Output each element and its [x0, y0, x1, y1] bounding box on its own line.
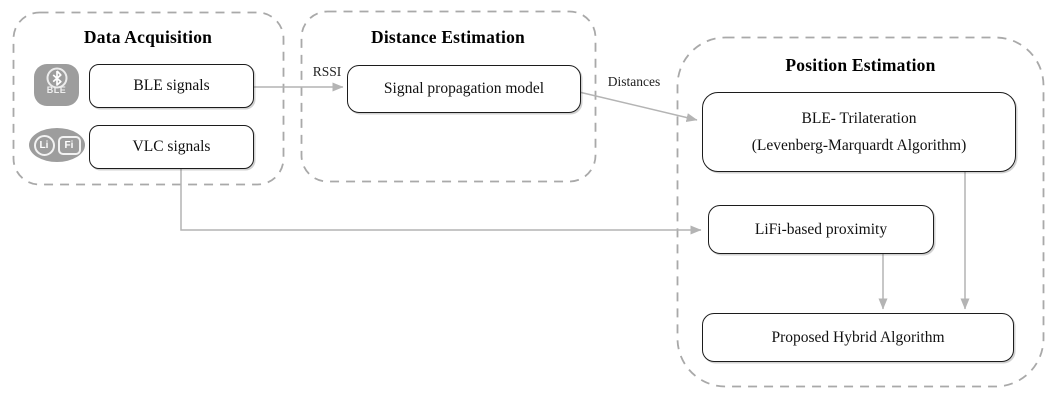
- node-lifi-based-proximity: LiFi-based proximity: [708, 205, 934, 254]
- bluetooth-ble-icon: BLE: [34, 64, 79, 106]
- lifi-icon-fi-badge: Fi: [57, 135, 81, 155]
- node-vlc-signals: VLC signals: [89, 125, 254, 169]
- section-title-distance-estimation: Distance Estimation: [370, 27, 525, 47]
- node-proposed-hybrid-algorithm: Proposed Hybrid Algorithm: [702, 313, 1014, 362]
- node-ble-trilateration: BLE- Trilateration (Levenberg-Marquardt …: [702, 92, 1016, 172]
- ble-icon-caption: BLE: [46, 85, 67, 95]
- section-title-position-estimation: Position Estimation: [785, 55, 936, 75]
- section-outline-position-estimation: [676, 36, 1045, 388]
- node-ble-trilateration-line2: (Levenberg-Marquardt Algorithm): [751, 136, 967, 154]
- edge-label-distances: Distances: [607, 74, 661, 89]
- node-ble-signals: BLE signals: [89, 64, 254, 108]
- edge-propagation-to-trilateration-arrow: [578, 91, 698, 122]
- node-ble-trilateration-line1: BLE- Trilateration: [801, 109, 917, 127]
- lifi-icon-li-badge: Li: [33, 134, 55, 156]
- edge-label-rssi: RSSI: [312, 64, 342, 79]
- lifi-icon: Li Fi: [29, 128, 85, 162]
- bluetooth-glyph: [46, 67, 67, 89]
- edge-vlc-to-lifi-proximity-arrow: [180, 167, 702, 235]
- section-outline-data-acquisition: [12, 11, 285, 186]
- node-signal-propagation-model: Signal propagation model: [347, 65, 581, 113]
- section-title-data-acquisition: Data Acquisition: [83, 27, 213, 47]
